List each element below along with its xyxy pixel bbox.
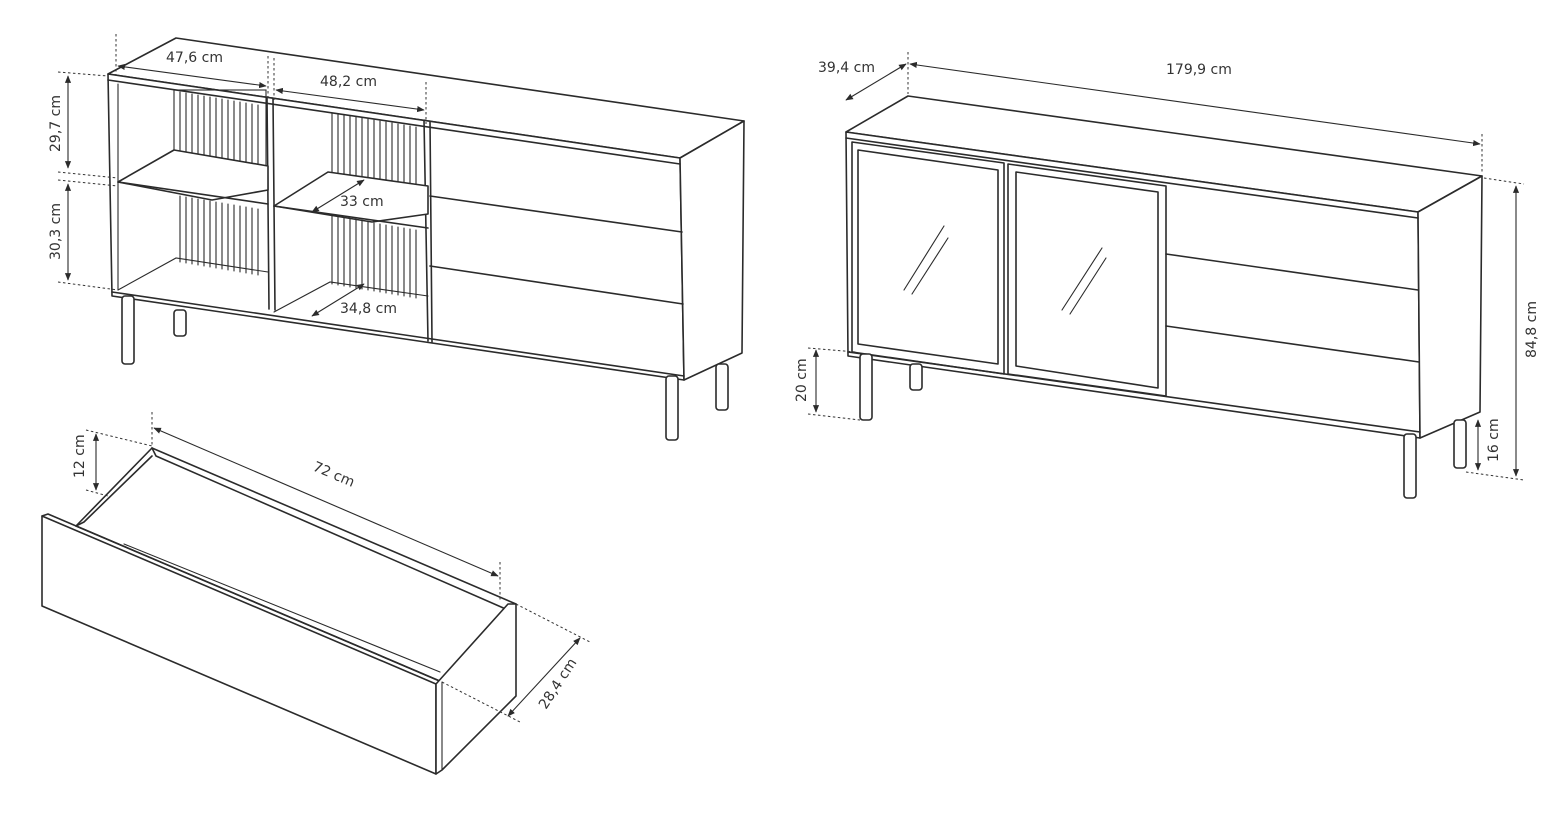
legs-right xyxy=(859,353,1467,499)
legs xyxy=(121,295,729,441)
dim-33: 33 cm xyxy=(340,194,384,210)
dim-30-3: 30,3 cm xyxy=(48,203,64,260)
dim-16: 16 cm xyxy=(1486,418,1502,462)
dim-72: 72 cm xyxy=(310,459,356,491)
drawer-view: 12 cm 72 cm 28,4 cm xyxy=(41,412,591,775)
dim-29-7: 29,7 cm xyxy=(48,95,64,152)
dim-84-8: 84,8 cm xyxy=(1524,301,1540,358)
dim-34-8: 34,8 cm xyxy=(340,301,397,317)
open-sideboard-view: 47,6 cm 48,2 cm 29,7 cm 30,3 cm 33 cm 34… xyxy=(48,34,745,441)
dim-48-2: 48,2 cm xyxy=(320,74,377,90)
glass-door-left xyxy=(851,141,1005,375)
closed-sideboard-view: 39,4 cm 179,9 cm 84,8 cm 20 cm 16 cm xyxy=(794,52,1540,499)
dim-39-4: 39,4 cm xyxy=(818,60,875,76)
dim-12: 12 cm xyxy=(72,434,88,478)
dim-179-9: 179,9 cm xyxy=(1166,62,1232,78)
dim-28-4: 28,4 cm xyxy=(536,656,580,712)
dim-20: 20 cm xyxy=(794,358,810,402)
glass-door-right xyxy=(1007,163,1167,397)
dim-47-6: 47,6 cm xyxy=(166,50,223,66)
